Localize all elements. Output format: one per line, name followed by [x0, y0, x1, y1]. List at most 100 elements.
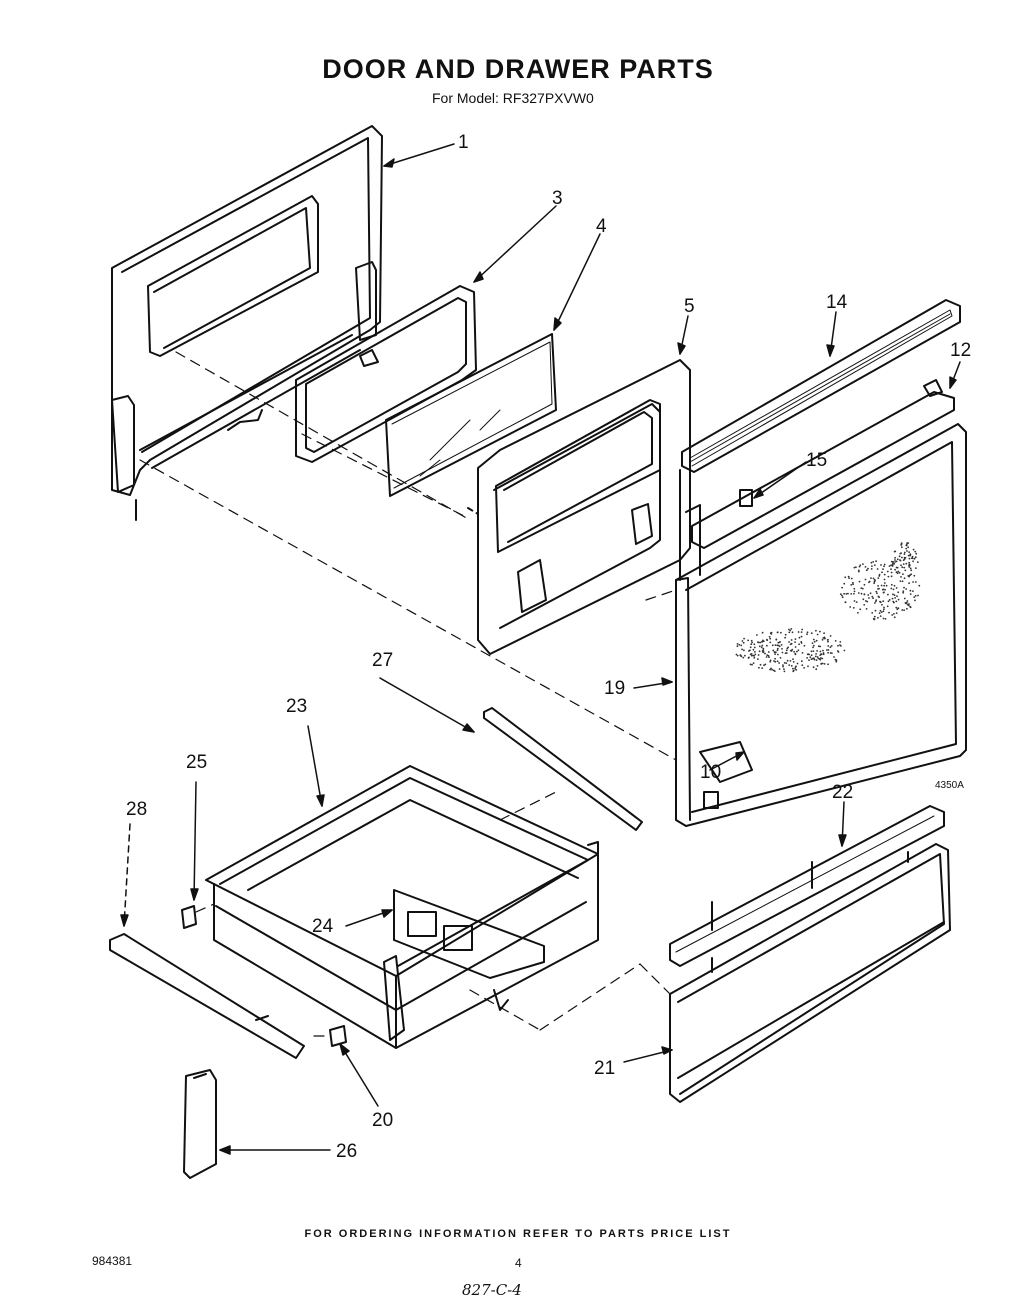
stipple-dot: [883, 608, 885, 611]
stipple-dot: [800, 631, 803, 633]
stipple-dot: [839, 593, 842, 595]
stipple-dot: [901, 580, 904, 583]
stipple-dot: [790, 628, 793, 630]
stipple-dot: [801, 652, 804, 654]
stipple-dot: [890, 583, 893, 586]
stipple-dot: [808, 659, 810, 661]
stipple-dot: [789, 660, 792, 662]
callout-20: 20: [372, 1110, 393, 1131]
stipple-dot: [839, 641, 842, 643]
stipple-dot: [743, 649, 745, 652]
stipple-dot: [800, 635, 803, 638]
stipple-dot: [894, 559, 896, 561]
stipple-dot: [821, 638, 824, 641]
stipple-dot: [909, 553, 912, 556]
stipple-dot: [742, 641, 745, 644]
stipple-dot: [873, 615, 876, 618]
stipple-dot: [771, 644, 774, 647]
stipple-dot: [862, 598, 865, 601]
stipple-dot: [794, 638, 797, 640]
stipple-dot: [812, 646, 814, 649]
stipple-dot: [913, 574, 916, 577]
stipple-dot: [883, 573, 886, 576]
stipple-dot: [744, 654, 746, 657]
part-20-clip: [329, 1025, 347, 1047]
stipple-dot: [874, 579, 876, 582]
stipple-dot: [862, 563, 864, 565]
stipple-dot: [907, 546, 910, 549]
stipple-dot: [782, 665, 784, 668]
stipple-dot: [857, 569, 860, 572]
callout-4: 4: [596, 216, 607, 237]
stipple-dot: [779, 657, 782, 659]
stipple-dot: [776, 631, 779, 634]
stipple-dot: [833, 656, 835, 658]
stipple-dot: [913, 596, 916, 598]
stipple-dot: [882, 617, 885, 620]
stipple-dot: [885, 584, 888, 587]
stipple-dot: [896, 558, 899, 561]
stipple-dot: [750, 643, 753, 646]
stipple-dot: [908, 564, 910, 567]
part-23-drawer-body: [205, 765, 599, 1049]
stipple-dot: [878, 612, 881, 614]
stipple-dot: [910, 557, 913, 560]
stipple-dot: [810, 632, 813, 635]
stipple-dot: [769, 668, 771, 671]
stipple-dot: [892, 593, 894, 596]
stipple-dot: [870, 561, 873, 564]
stipple-dot: [754, 651, 756, 653]
stipple-dot: [865, 569, 868, 572]
stipple-dot: [774, 651, 776, 654]
stipple-dot: [853, 592, 855, 595]
stipple-dot: [900, 576, 902, 578]
stipple-dot: [904, 569, 907, 572]
stipple-dot: [902, 590, 905, 593]
callout-1: 1: [458, 132, 469, 153]
stipple-dot: [741, 640, 744, 642]
stipple-dot: [811, 642, 814, 644]
stipple-dot: [912, 581, 914, 583]
stipple-dot: [914, 594, 917, 597]
stipple-dot: [774, 653, 776, 655]
stipple-dot: [882, 600, 885, 603]
stipple-dot: [893, 613, 895, 615]
stipple-dot: [877, 595, 880, 598]
stipple-dot: [798, 643, 800, 646]
stipple-dot: [916, 561, 919, 563]
stipple-dot: [788, 664, 791, 666]
stipple-dot: [747, 657, 750, 659]
stipple-dot: [863, 593, 866, 596]
stipple-dot: [909, 589, 912, 592]
stipple-dot: [761, 667, 764, 669]
stipple-dot: [829, 652, 832, 654]
page-title: DOOR AND DRAWER PARTS: [322, 54, 714, 84]
part-26-end-cap: [183, 1069, 217, 1179]
stipple-dot: [773, 670, 776, 672]
stipple-dot: [738, 643, 741, 646]
stipple-dot: [735, 653, 738, 656]
stipple-dot: [781, 651, 784, 654]
stipple-dot: [812, 638, 815, 641]
stipple-dot: [843, 582, 846, 585]
stipple-dot: [883, 563, 886, 566]
stipple-dot: [895, 587, 898, 589]
stipple-dot: [757, 654, 760, 656]
stipple-dot: [900, 552, 902, 554]
stipple-dot: [813, 658, 816, 661]
stipple-dot: [908, 575, 910, 578]
stipple-dot: [778, 668, 781, 670]
part-14-top-trim: [681, 299, 961, 473]
stipple-dot: [792, 667, 794, 670]
stipple-dot: [792, 661, 795, 663]
stipple-dot: [837, 651, 840, 653]
stipple-dot: [883, 606, 885, 609]
stipple-dot: [912, 560, 914, 563]
stipple-dot: [858, 580, 861, 583]
stipple-dot: [850, 593, 853, 595]
stipple-dot: [788, 628, 790, 631]
stipple-dot: [875, 600, 877, 603]
stipple-dot: [895, 566, 898, 569]
stipple-dot: [859, 564, 862, 567]
callout-28: 28: [126, 799, 147, 820]
